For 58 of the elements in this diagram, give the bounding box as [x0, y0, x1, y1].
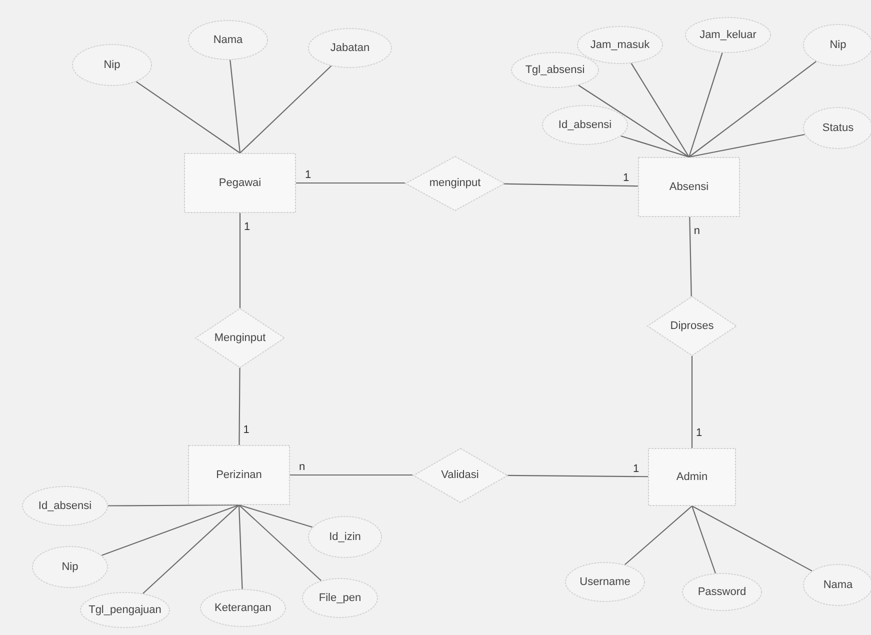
- attribute-line: [630, 63, 690, 158]
- attribute-line: [238, 504, 243, 590]
- attribute-name: Id_absensi: [38, 500, 92, 512]
- attribute-name: Keterangan: [214, 602, 272, 614]
- attribute-line: [238, 504, 312, 528]
- cardinality-label: 1: [632, 462, 640, 475]
- attribute-name: Jam_keluar: [700, 29, 756, 41]
- attribute-name: Tgl_absensi: [525, 64, 585, 76]
- attribute-name: Jabatan: [330, 42, 370, 54]
- cardinality-label: 1: [243, 221, 252, 233]
- cardinality-label: 1: [242, 424, 250, 436]
- attribute-name: Id_izin: [329, 531, 361, 543]
- attribute-name: Password: [698, 586, 746, 598]
- attribute-line: [620, 136, 690, 158]
- relationship-line: [239, 213, 241, 308]
- cardinality-label: n: [298, 461, 306, 473]
- attribute-line: [688, 52, 723, 158]
- entity-name: Absensi: [669, 181, 709, 193]
- attribute-line: [688, 134, 805, 158]
- attribute-line: [692, 506, 812, 572]
- attribute-name: Status: [822, 122, 854, 134]
- relationship-name: Menginput: [214, 332, 266, 344]
- relationship-line: [691, 356, 693, 448]
- attribute-line: [230, 60, 241, 154]
- relationship-line: [296, 182, 405, 184]
- attribute-name: Nip: [104, 59, 120, 71]
- attribute-line: [101, 504, 240, 556]
- attribute-name: Nama: [213, 34, 243, 46]
- attribute-line: [240, 66, 332, 154]
- relationship-line: [689, 216, 692, 296]
- attribute-line: [142, 504, 240, 594]
- relationship-name: Validasi: [441, 469, 479, 481]
- attribute-line: [624, 506, 692, 566]
- attribute-name: Nip: [62, 561, 78, 573]
- relationship-line: [290, 474, 412, 476]
- attribute-name: Id_absensi: [558, 119, 612, 131]
- relationship-name: menginput: [429, 177, 481, 189]
- attribute-name: Nama: [823, 579, 853, 591]
- attribute-line: [688, 60, 816, 158]
- relationship-line: [506, 474, 648, 478]
- entity-name: Pegawai: [218, 177, 262, 189]
- relationship-name: Diproses: [670, 320, 714, 332]
- cardinality-label: 1: [304, 169, 312, 181]
- attribute-name: Nip: [830, 39, 846, 51]
- cardinality-label: 1: [695, 427, 704, 439]
- attribute-line: [136, 81, 240, 154]
- attribute-name: Username: [580, 576, 630, 588]
- attribute-name: Jam_masuk: [590, 39, 650, 51]
- attribute-name: Tgl_pengajuan: [88, 604, 162, 616]
- attribute-line: [691, 506, 716, 574]
- cardinality-label: 1: [622, 172, 630, 184]
- entity-name: Admin: [676, 471, 708, 483]
- relationship-line: [503, 183, 638, 187]
- attribute-name: File_pen: [318, 592, 362, 604]
- entity-name: Perizinan: [216, 469, 262, 481]
- attribute-line: [238, 504, 322, 582]
- attribute-line: [578, 84, 690, 158]
- relationship-line: [238, 368, 240, 445]
